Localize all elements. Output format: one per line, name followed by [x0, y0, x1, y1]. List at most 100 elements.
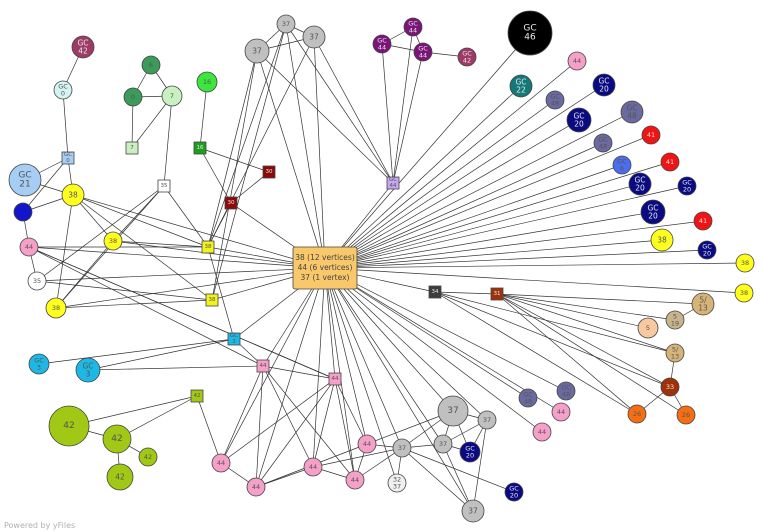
- edge-sq_brown-t57_a: [496, 293, 704, 305]
- node-label: 44: [378, 43, 386, 51]
- edge-g37_a-sq_lav: [285, 23, 394, 184]
- edge-sq_dark-sq_brown: [434, 291, 498, 295]
- node-label: 37: [439, 440, 447, 448]
- node-shape: [161, 85, 183, 107]
- node-label: GC: [561, 384, 571, 392]
- node-label: 44: [538, 428, 546, 436]
- edge-hub-gc22: [324, 85, 522, 269]
- node-y38_c: 38: [45, 297, 67, 319]
- node-label: 34: [432, 289, 439, 295]
- node-shape: [403, 17, 423, 37]
- node-p44_m5: 44: [211, 453, 231, 473]
- node-label: GC: [64, 152, 72, 158]
- node-w35: 35: [27, 271, 47, 291]
- node-b33: 33: [660, 377, 680, 397]
- node-label: GC: [617, 158, 627, 166]
- node-label: GC: [515, 78, 526, 87]
- edge-sq_gc_small-blue_dot: [22, 157, 69, 213]
- node-shape: [556, 381, 576, 401]
- node-shape: [45, 297, 67, 319]
- node-label: GC: [523, 23, 536, 33]
- node-shape: [123, 87, 143, 107]
- node-label: 20: [635, 183, 645, 192]
- node-sq_w35: 35: [157, 179, 171, 193]
- node-shape: [691, 292, 715, 316]
- node-label: 0: [66, 158, 70, 164]
- node-blue_dot: [13, 202, 33, 222]
- node-label: 42: [194, 393, 201, 399]
- edge-sq_gr42-gr42_b: [116, 395, 198, 440]
- node-label: GC: [626, 104, 637, 113]
- edge-g37_b-sq_y38_a: [207, 50, 258, 248]
- node-sq_p44_a: 44: [256, 359, 270, 373]
- node-shape: [276, 14, 296, 34]
- hub-label-line: 38 (12 vertices): [295, 253, 355, 262]
- node-shape: [566, 107, 592, 133]
- edge-y38_a-hub: [72, 194, 326, 269]
- node-label: 37: [393, 482, 401, 490]
- node-label: GC: [509, 485, 519, 493]
- node-y38_b: 38: [103, 231, 123, 251]
- node-label: 20: [510, 491, 518, 499]
- edge-sq_g16-sq_r30_b: [199, 147, 232, 204]
- node-shape: [433, 434, 453, 454]
- node-g37_e: 37: [433, 434, 453, 454]
- node-shape: [103, 231, 123, 251]
- node-label: 35: [161, 183, 168, 189]
- node-shape: [292, 246, 358, 290]
- node-label: GC: [598, 77, 609, 86]
- node-o26_a: 26: [627, 404, 647, 424]
- node-label: GC: [550, 93, 560, 101]
- node-label: GC: [647, 204, 658, 213]
- node-shape: [518, 388, 538, 408]
- node-g16: 16: [196, 71, 218, 93]
- node-label: GC: [408, 20, 418, 28]
- edge-hub-r41_c: [324, 220, 704, 269]
- node-shape: [627, 404, 647, 424]
- node-gc_lb: GC6: [612, 155, 632, 175]
- node-p44_r1: 44: [551, 402, 571, 422]
- edge-sq_p44_b-p44_m4: [255, 378, 336, 488]
- node-label: 5: [646, 324, 650, 332]
- node-gc3_a: GC3: [28, 353, 50, 375]
- node-shape: [48, 405, 90, 447]
- node-label: 42: [63, 421, 74, 431]
- node-shape: [660, 377, 680, 397]
- node-shape: [640, 199, 666, 225]
- node-shape: [437, 395, 469, 427]
- node-shape: [620, 100, 644, 124]
- node-shape: [303, 457, 323, 477]
- node-label: GC: [34, 357, 44, 365]
- node-p44_m4: 44: [246, 477, 266, 497]
- node-shape: [650, 228, 674, 252]
- node-g37_d: 37: [477, 410, 497, 430]
- node-shape: [504, 482, 524, 502]
- edge-hub-gc20_a: [324, 84, 605, 269]
- node-label: 5/: [699, 296, 707, 305]
- node-label: GC: [462, 50, 472, 58]
- edge-w35-hub: [36, 267, 326, 282]
- node-shape: [71, 35, 95, 59]
- node-p44_l: 44: [19, 237, 39, 257]
- node-label: 42: [115, 473, 125, 482]
- edge-g37_a-sq_y38_b: [211, 23, 287, 301]
- node-label: 33: [666, 383, 674, 391]
- node-shape: [660, 152, 680, 172]
- node-label: 38: [52, 304, 60, 312]
- edge-hub-gc20_b: [324, 119, 580, 269]
- edge-hub-gc48_e: [324, 267, 567, 392]
- node-sq_r30_a: 30: [262, 165, 276, 179]
- node-g37_b: 37: [244, 38, 270, 64]
- node-t57_b: 5/13: [665, 343, 685, 363]
- edge-sq_gc3-gc3_b: [87, 338, 235, 371]
- node-p44_r2: 44: [532, 422, 552, 442]
- node-label: 38: [741, 259, 749, 267]
- node-label: 13: [671, 352, 679, 360]
